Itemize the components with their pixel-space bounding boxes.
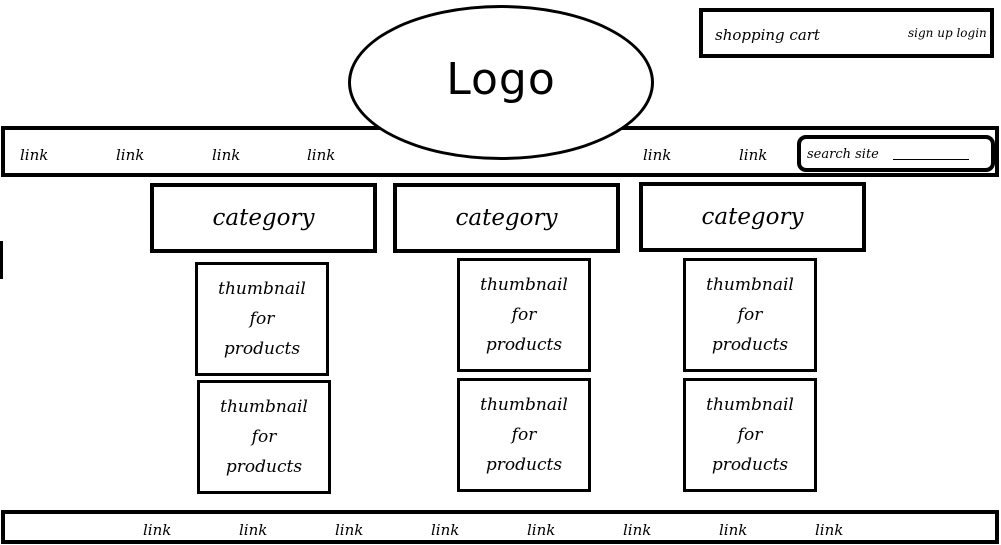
thumbnail-text-line: products [711, 455, 789, 475]
thumbnail-text-line: for [737, 305, 763, 325]
thumbnail-text-line: thumbnail [480, 275, 568, 295]
thumbnail-text-line: products [711, 335, 789, 355]
nav-link-2[interactable]: link [116, 146, 145, 164]
footer-link-8[interactable]: link [815, 521, 844, 539]
thumbnail-text-line: for [249, 309, 275, 329]
search-label: search site [807, 147, 879, 162]
product-thumbnail[interactable]: thumbnail for products [457, 258, 591, 372]
thumbnail-text-line: for [511, 305, 537, 325]
category-box-2[interactable]: category [393, 183, 620, 253]
nav-link-5[interactable]: link [643, 146, 672, 164]
thumbnail-text-line: products [485, 455, 563, 475]
thumbnail-text-line: thumbnail [706, 275, 794, 295]
footer-link-5[interactable]: link [527, 521, 556, 539]
sign-up-login-link[interactable]: sign up login [908, 26, 987, 40]
search-input[interactable]: search site [797, 135, 995, 172]
thumbnail-text-line: for [737, 425, 763, 445]
thumbnail-text-line: products [223, 339, 301, 359]
search-underline [893, 159, 969, 160]
footer-link-1[interactable]: link [143, 521, 172, 539]
product-thumbnail[interactable]: thumbnail for products [197, 380, 331, 494]
nav-link-4[interactable]: link [307, 146, 336, 164]
nav-link-1[interactable]: link [20, 146, 49, 164]
thumbnail-text-line: thumbnail [480, 395, 568, 415]
footer-bar: link link link link link link link link [1, 510, 999, 544]
logo-text: Logo [446, 54, 556, 105]
thumbnail-text-line: products [225, 457, 303, 477]
category-label: category [701, 204, 804, 230]
thumbnail-text-line: thumbnail [220, 397, 308, 417]
nav-link-6[interactable]: link [739, 146, 768, 164]
nav-link-3[interactable]: link [212, 146, 241, 164]
thumbnail-text-line: products [485, 335, 563, 355]
thumbnail-text-line: for [251, 427, 277, 447]
footer-link-4[interactable]: link [431, 521, 460, 539]
logo[interactable]: Logo [348, 5, 654, 160]
category-box-1[interactable]: category [150, 183, 377, 253]
product-thumbnail[interactable]: thumbnail for products [195, 262, 329, 376]
category-label: category [212, 205, 315, 231]
thumbnail-text-line: thumbnail [706, 395, 794, 415]
thumbnail-text-line: thumbnail [218, 279, 306, 299]
product-thumbnail[interactable]: thumbnail for products [683, 258, 817, 372]
cart-account-box: shopping cart sign up login [699, 8, 994, 58]
thumbnail-text-line: for [511, 425, 537, 445]
left-edge-mark [0, 241, 3, 279]
footer-link-3[interactable]: link [335, 521, 364, 539]
category-box-3[interactable]: category [639, 182, 866, 252]
product-thumbnail[interactable]: thumbnail for products [457, 378, 591, 492]
shopping-cart-link[interactable]: shopping cart [715, 26, 820, 44]
footer-link-6[interactable]: link [623, 521, 652, 539]
category-label: category [455, 205, 558, 231]
product-thumbnail[interactable]: thumbnail for products [683, 378, 817, 492]
footer-link-2[interactable]: link [239, 521, 268, 539]
footer-link-7[interactable]: link [719, 521, 748, 539]
